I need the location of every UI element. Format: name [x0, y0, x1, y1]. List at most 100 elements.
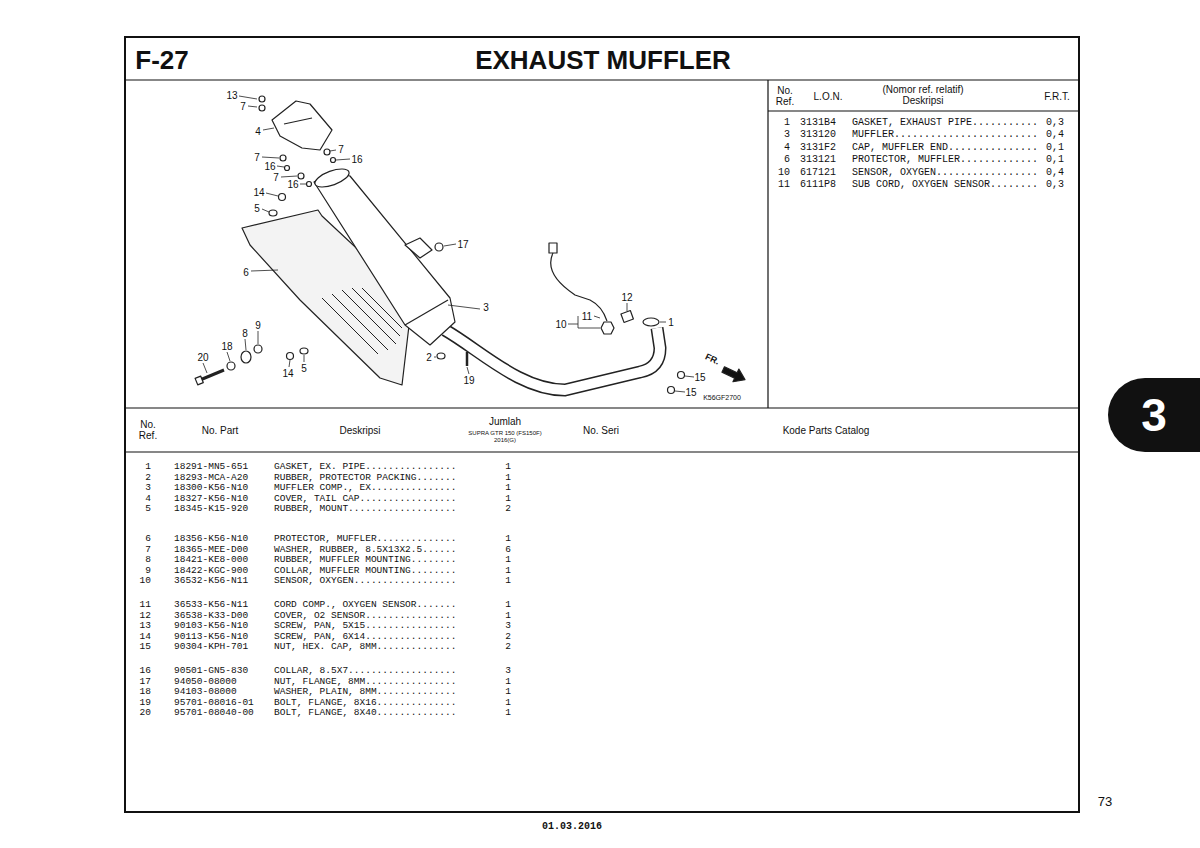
table-cell: 1	[505, 708, 511, 718]
exhaust-gasket	[643, 318, 659, 326]
callout-number: 18	[221, 341, 232, 352]
tail-cap	[272, 101, 332, 150]
table-cell: 1	[505, 697, 511, 707]
table-header: (Nomor ref. relatif) Deskripsi	[863, 84, 983, 106]
table-cell: SCREW, PAN, 6X14................	[274, 631, 456, 641]
rubber-mount	[300, 348, 308, 354]
callout-number: 4	[255, 126, 261, 137]
table-cell: RUBBER, MOUNT...................	[274, 504, 456, 514]
callout-number: 17	[457, 239, 468, 250]
muffler-end	[313, 165, 352, 190]
table-cell: BOLT, FLANGE, 8X16..............	[274, 697, 456, 707]
table-cell: 0,1	[1046, 141, 1064, 152]
callout-number: 7	[240, 101, 246, 112]
table-cell: 17	[140, 676, 151, 686]
table-cell: COLLAR, MUFFLER MOUNTING........	[274, 565, 456, 575]
table-cell: 18291-MN5-651	[174, 462, 248, 472]
table-cell: 94103-08000	[174, 687, 237, 697]
table-cell: 0,4	[1046, 129, 1064, 140]
callout-number: 3	[483, 302, 489, 313]
table-header: SUPRA GTR 150 (FS150F) 2016(G)	[465, 430, 545, 443]
table-cell: COLLAR, 8.5X7...................	[274, 666, 456, 676]
table-cell: PROTECTOR, MUFFLER..............	[274, 534, 456, 544]
table-cell: 2	[145, 472, 151, 482]
collar	[307, 182, 312, 187]
mounting-collar	[254, 345, 262, 353]
column-rule	[767, 80, 768, 408]
table-header: No. Part	[202, 425, 239, 436]
direction-label: FR.	[703, 352, 720, 367]
table-cell: 313120	[800, 129, 836, 140]
tail-cap-edge	[284, 118, 312, 124]
table-cell: 90501-GN5-830	[174, 666, 248, 676]
screw	[259, 96, 265, 102]
table-cell: 3	[505, 666, 511, 676]
table-cell: 36538-K33-D00	[174, 610, 248, 620]
table-cell: 94050-08000	[174, 676, 237, 686]
washer	[324, 149, 330, 155]
table-cell: WASHER, RUBBER, 8.5X13X2.5......	[274, 544, 456, 554]
washer	[280, 155, 286, 161]
table-cell: 0,3	[1046, 179, 1064, 190]
sensor-connector	[549, 243, 557, 253]
table-cell: RUBBER, PROTECTOR PACKING.......	[274, 472, 456, 482]
bolt-head	[195, 376, 203, 385]
table-cell: 19	[140, 697, 151, 707]
table-cell: 1	[505, 610, 511, 620]
table-cell: 90304-KPH-701	[174, 642, 248, 652]
table-cell: 3131F2	[800, 141, 836, 152]
table-cell: 1	[505, 687, 511, 697]
table-cell: 9	[145, 565, 151, 575]
callout-number: 16	[264, 161, 275, 172]
exhaust-pipe	[445, 328, 660, 390]
table-cell: 1	[505, 600, 511, 610]
callout-number: 5	[301, 363, 307, 374]
washer	[259, 105, 265, 111]
table-cell: GASKET, EX. PIPE................	[274, 462, 456, 472]
table-cell: 13	[140, 621, 151, 631]
title-rule	[125, 79, 1079, 80]
table-cell: 20	[140, 708, 151, 718]
callout-number: 2	[426, 352, 432, 363]
table-cell: 1	[505, 555, 511, 565]
callout-number: 8	[242, 328, 248, 339]
table-header: L.O.N.	[814, 91, 843, 102]
table-cell: 12	[140, 610, 151, 620]
callout-number: 16	[351, 154, 362, 165]
callout-number: 15	[685, 387, 696, 398]
callout-number: 16	[287, 179, 298, 190]
table-cell: 1	[505, 483, 511, 493]
callout-number: 7	[338, 144, 344, 155]
table-cell: 1	[505, 576, 511, 586]
table-cell: 2	[505, 642, 511, 652]
rubber-mount	[269, 210, 277, 216]
table-cell: 90113-K56-N10	[174, 631, 248, 641]
callout-number: 20	[197, 352, 208, 363]
table-cell: MUFFLER........................	[852, 129, 1038, 140]
table-cell: 10	[140, 576, 151, 586]
table-header: Kode Parts Catalog	[783, 425, 870, 436]
callout-number: 7	[254, 152, 260, 163]
table-cell: 18365-MEE-D00	[174, 544, 248, 554]
page-frame	[125, 37, 1079, 812]
callout-number: 5	[254, 203, 260, 214]
table-cell: 617121	[800, 166, 836, 177]
table-cell: 2	[505, 631, 511, 641]
table-cell: 1	[505, 565, 511, 575]
table-cell: CAP, MUFFLER END...............	[852, 141, 1038, 152]
table-cell: 6	[505, 544, 511, 554]
sensor-cover	[621, 311, 633, 323]
collar	[331, 158, 336, 163]
table-cell: 1	[145, 462, 151, 472]
table-cell: 3	[784, 129, 790, 140]
table-cell: 2	[505, 504, 511, 514]
table-header: No. Ref.	[131, 419, 165, 441]
callout-number: 14	[253, 187, 264, 198]
table-cell: SCREW, PAN, 5X15................	[274, 621, 456, 631]
table-cell: RUBBER, MUFFLER MOUNTING........	[274, 555, 456, 565]
table-cell: 4	[145, 493, 151, 503]
table-rule	[125, 451, 1079, 452]
table-cell: NUT, HEX. CAP, 8MM..............	[274, 642, 456, 652]
table-cell: 1	[505, 462, 511, 472]
table-cell: 1	[784, 117, 790, 128]
